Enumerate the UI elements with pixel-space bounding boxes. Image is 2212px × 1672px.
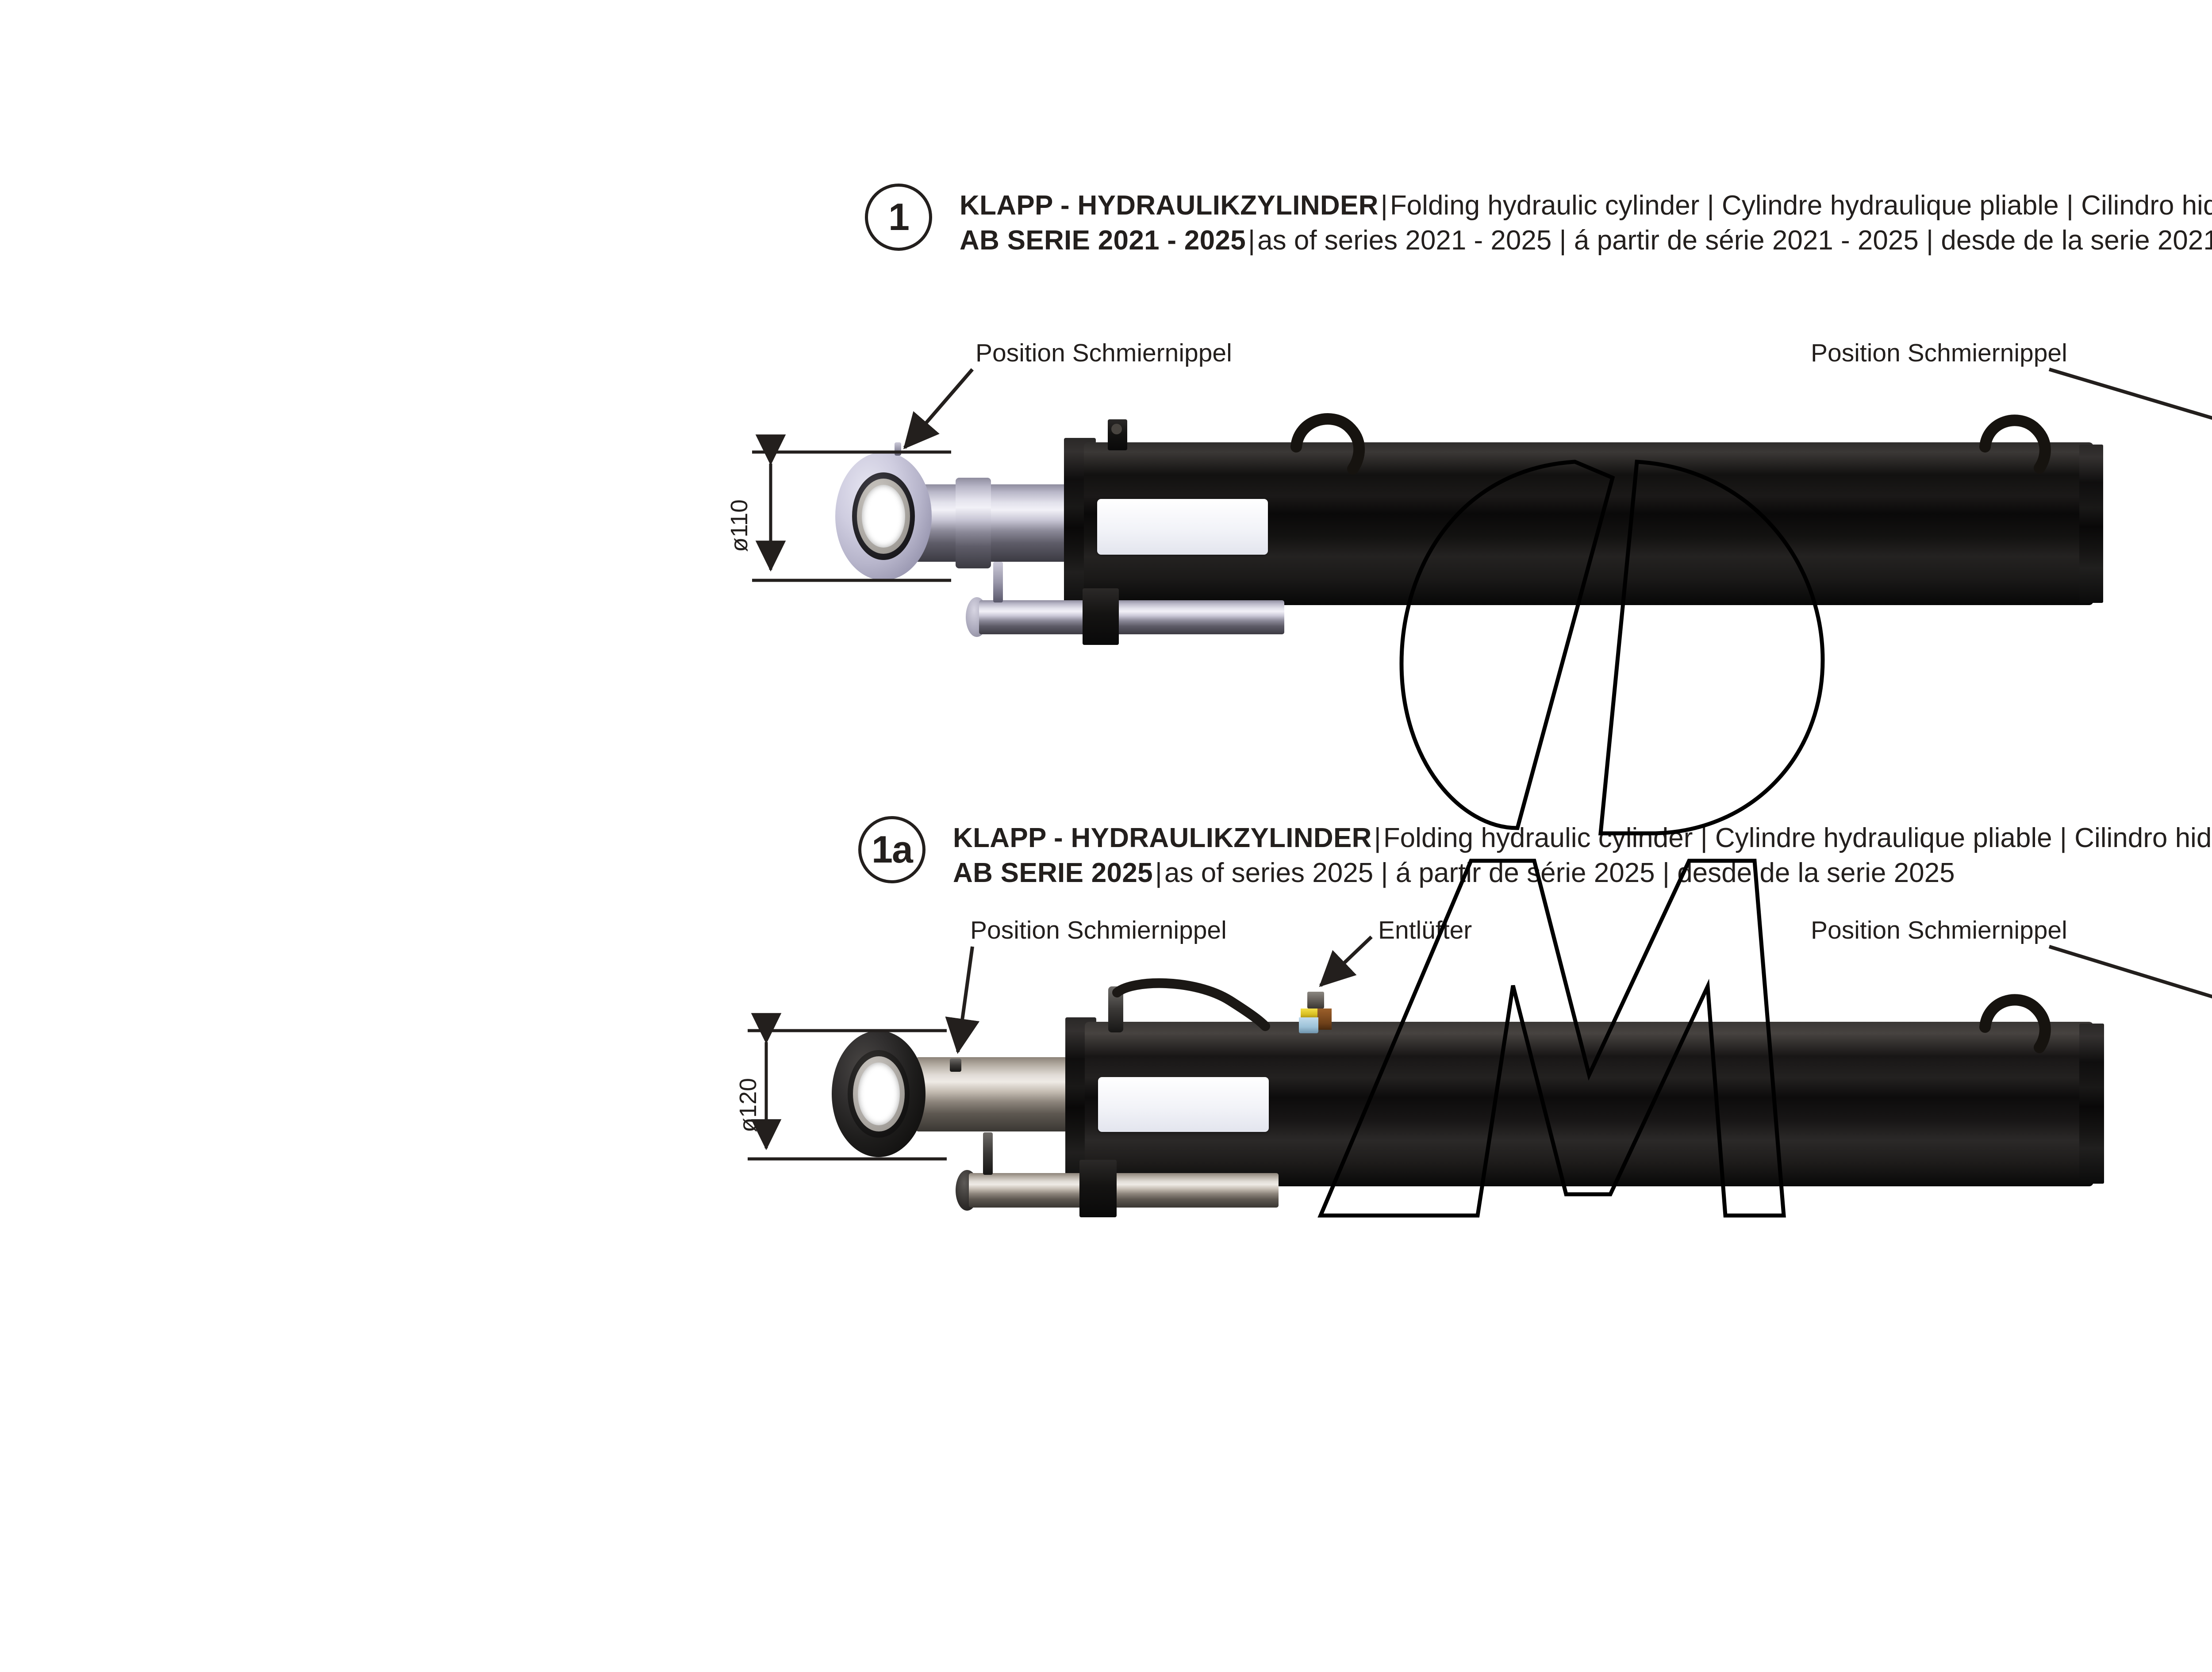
grease-nipple-left-1 [895,442,901,456]
callout-right-1a: Position Schmiernippel [1811,916,2067,944]
leader-right-1a [2048,945,2212,999]
series-1-bold: AB SERIE 2021 - 2025 [960,225,1246,256]
title-lines-1a: KLAPP - HYDRAULIKZYLINDER|Folding hydrau… [953,816,2212,891]
dimension-label-left-1a: ø120 [735,1078,761,1132]
nameplate-1a [1098,1077,1269,1132]
nameplate-1 [1097,499,1268,555]
dimension-label-left-1: ø110 [726,499,753,552]
title-block-1: 1 KLAPP - HYDRAULIKZYLINDER|Folding hydr… [865,184,2212,258]
series-sep: | [1248,225,1256,256]
pin-strap-1a [983,1132,993,1175]
breather-blue-body-1a [1299,1017,1318,1033]
grease-nipple-left-1a [950,1058,961,1072]
title-line-1-secondary: AB SERIE 2021 - 2025|as of series 2021 -… [960,223,2212,258]
breather-brown-body-1a [1317,1009,1332,1030]
lower-pin-1 [979,600,1284,634]
title-line-1a-secondary: AB SERIE 2025|as of series 2025 | á part… [953,855,2212,890]
callout-left-1a: Position Schmiernippel [970,916,1227,944]
pin-strap-1 [993,562,1003,602]
series-1-translations: as of series 2021 - 2025 | á partir de s… [1257,225,2212,256]
badge-1: 1 [865,184,932,251]
port-fitting-bore-1 [1111,424,1122,434]
title-sep: | [1380,190,1388,221]
series-1a-translations: as of series 2025 | á partir de série 20… [1164,858,1955,889]
leader-left-1 [903,368,974,449]
title-block-1a: 1a KLAPP - HYDRAULIKZYLINDER|Folding hyd… [858,816,2212,891]
title-1a-bold: KLAPP - HYDRAULIKZYLINDER [953,823,1372,853]
cylinder-endcap-1 [2079,445,2103,603]
rod-left-1a [916,1057,1084,1131]
pin-bracket-1a [1079,1160,1117,1217]
title-lines-1: KLAPP - HYDRAULIKZYLINDER|Folding hydrau… [960,184,2212,258]
series-sep-1a: | [1155,858,1162,889]
rod-collar-left-1 [956,478,991,568]
callout-right-1: Position Schmiernippel [1811,339,2067,367]
leader-right-1 [2048,368,2212,420]
eyelet-left-1a-bore [858,1062,900,1125]
title-1a-translations: Folding hydraulic cylinder | Cylindre hy… [1383,823,2212,853]
title-sep-1a: | [1374,823,1381,853]
eyelet-left-1-bore [862,485,905,548]
leader-center-1a [1319,936,1373,987]
series-1a-bold: AB SERIE 2025 [953,858,1153,889]
title-line-1-primary: KLAPP - HYDRAULIKZYLINDER|Folding hydrau… [960,188,2212,223]
callout-left-1: Position Schmiernippel [975,339,1232,367]
title-1-bold: KLAPP - HYDRAULIKZYLINDER [960,190,1379,221]
port-stub-1a [1108,986,1123,1032]
title-1-translations: Folding hydraulic cylinder | Cylindre hy… [1390,190,2212,221]
lower-pin-1a [969,1173,1279,1208]
pin-bracket-1 [1083,588,1119,645]
breather-cap-1a [1307,992,1324,1009]
leader-left-1a [945,946,980,1054]
callout-center-1a: Entlüfter [1378,916,1472,944]
title-line-1a-primary: KLAPP - HYDRAULIKZYLINDER|Folding hydrau… [953,821,2212,855]
cylinder-endcap-1a [2079,1024,2104,1184]
badge-1a: 1a [858,816,926,883]
